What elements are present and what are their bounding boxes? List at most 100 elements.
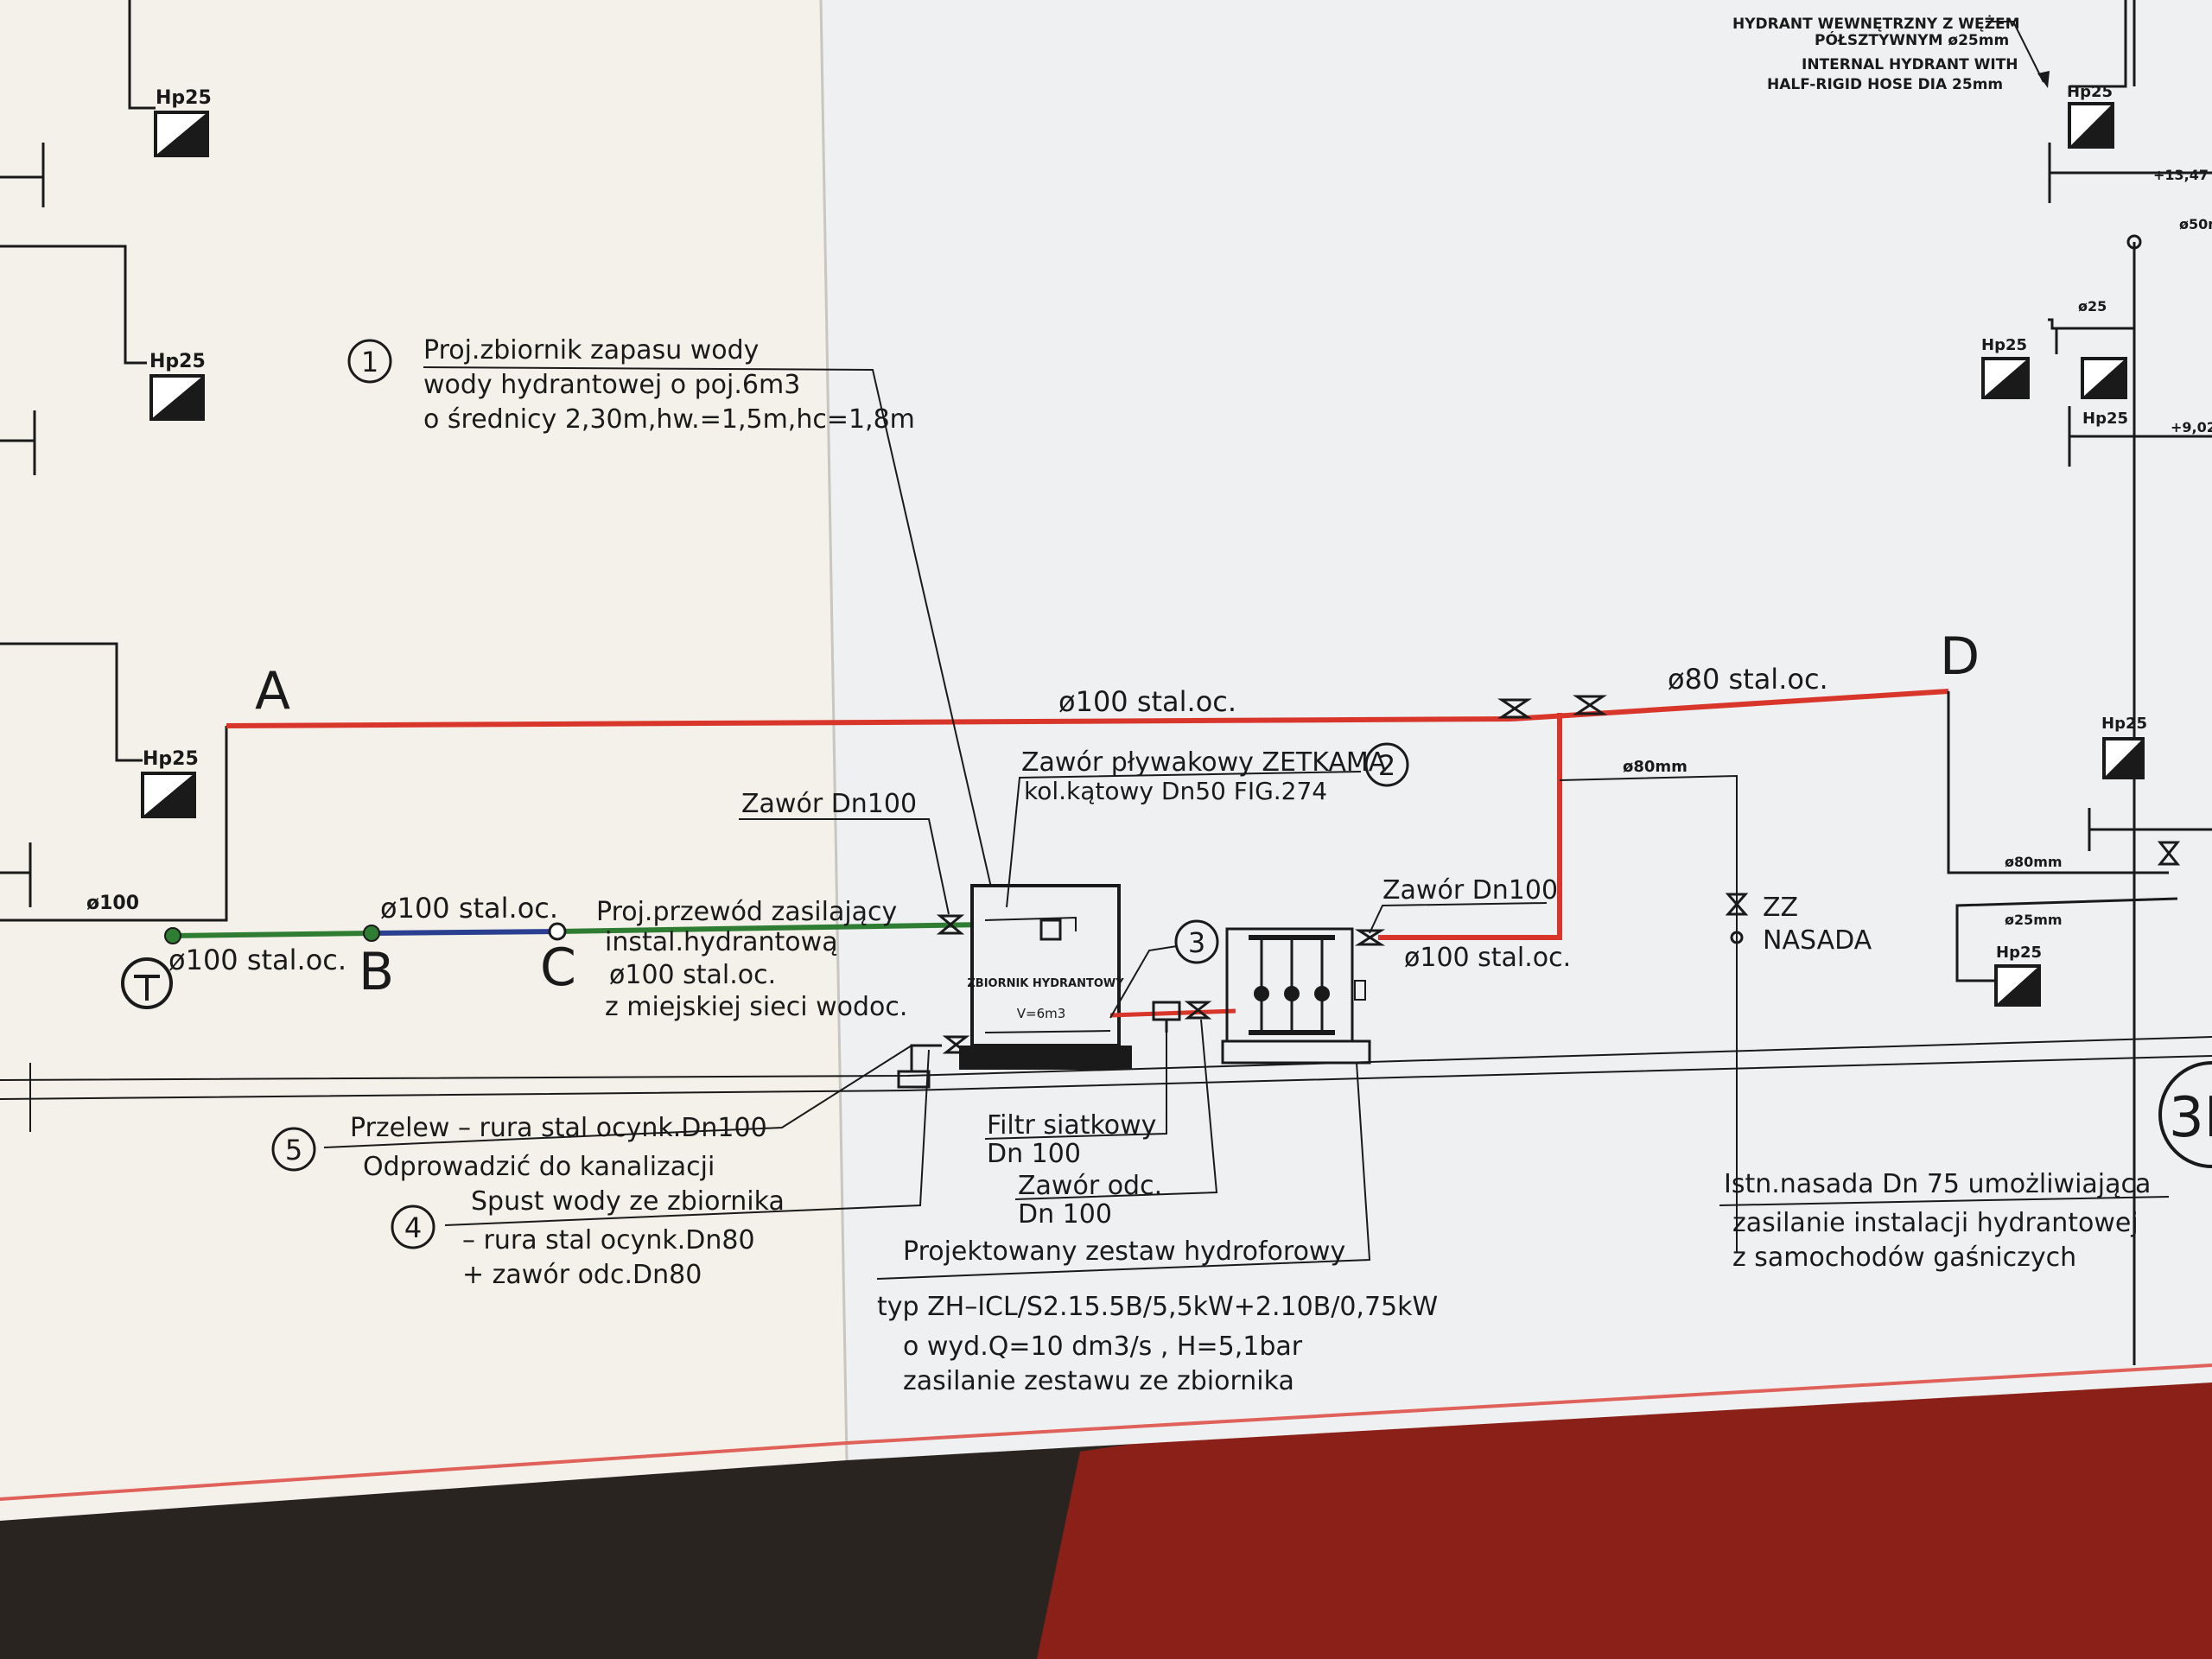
callout-1-line-1: Proj.zbiornik zapasu wody [423, 335, 759, 365]
drain-valve-icon [942, 1035, 970, 1054]
legend-line-1: HYDRANT WEWNĘTRZNY Z WĘŻEM [1732, 14, 2020, 33]
green-pipe-ab [172, 931, 372, 938]
pump-set-note: Projektowany zestaw hydroforowy typ ZH–I… [876, 1062, 1438, 1396]
point-b-label: B [359, 942, 394, 1002]
callout-1: 1 Proj.zbiornik zapasu wody wody hydrant… [347, 335, 995, 899]
nasada-note-line-3: z samochodów gaśniczych [1732, 1243, 2076, 1273]
valve-left-label: Zawór Dn100 [741, 789, 917, 819]
callout-1-line-2: wody hydrantowej o poj.6m3 [423, 370, 800, 400]
callout-5-number: 5 [285, 1134, 302, 1166]
overflow-funnel-icon [897, 1070, 931, 1089]
supply-line-1: Proj.przewód zasilający [596, 897, 897, 927]
callout-5-line-1: Przelew – rura stal ocynk.Dn100 [350, 1113, 767, 1143]
filter-icon [1152, 1001, 1181, 1033]
callout-4-line-2: – rura stal ocynk.Dn80 [462, 1225, 755, 1255]
hydrant-label: Hp25 [2067, 83, 2113, 101]
hydrant-hp25-2: Hp25 [149, 351, 206, 421]
pump-set-line-2: typ ZH–ICL/S2.15.5B/5,5kW+2.10B/0,75kW [877, 1292, 1438, 1322]
pipe-label-right-top: ø80 stal.oc. [1668, 663, 1828, 696]
hydrant-label: Hp25 [149, 351, 206, 372]
pump-2-icon [1284, 986, 1300, 1001]
hydrant-label: Hp25 [1996, 944, 2042, 962]
nasada-line-2: NASADA [1763, 925, 1872, 956]
pump-set-line-1: Projektowany zestaw hydroforowy [903, 1236, 1345, 1267]
pump-set-line-4: zasilanie zestawu ze zbiornika [903, 1366, 1294, 1396]
hydrant-hp25-5: Hp25 [1981, 336, 2030, 399]
valve-left-note: Zawór Dn100 [739, 789, 950, 915]
callout-5: 5 Przelew – rura stal ocynk.Dn100 Odprow… [271, 1045, 912, 1182]
callout-4: 4 Spust wody ze zbiornika – rura stal oc… [391, 1049, 930, 1290]
shutoff-valve-icon [1184, 1001, 1212, 1020]
nasada-line-1: ZZ [1763, 893, 1798, 923]
shutoff-line-2: Dn 100 [1018, 1199, 1112, 1230]
paper-border-red [0, 1363, 2212, 1501]
tank-label: ZBIORNIK HYDRANTOWY [967, 977, 1124, 990]
callout-2: Zawór pływakowy ZETKAMA kol.kątowy Dn50 … [1006, 742, 1409, 908]
hydrant-hp25-3: Hp25 [141, 748, 199, 818]
right-valve-icon [2126, 234, 2142, 250]
nasada-note: Istn.nasada Dn 75 umożliwiająca zasilani… [1719, 1169, 2170, 1273]
pump-set-line-3: o wyd.Q=10 dm3/s , H=5,1bar [903, 1332, 1303, 1362]
pump-1-icon [1254, 986, 1269, 1001]
supply-pipe-note: Proj.przewód zasilający instal.hydrantow… [596, 897, 907, 1022]
supply-line-2: instal.hydrantową [605, 927, 838, 957]
sheet-mark: 3E [2158, 1061, 2212, 1168]
hydrant-hp25-6: Hp25 [2081, 357, 2128, 428]
pipe-label-right-80mm: ø80mm [2005, 854, 2063, 870]
callout-5-circle [271, 1127, 316, 1172]
callout-5-line-2: Odprowadzić do kanalizacji [363, 1152, 715, 1182]
left-risers [0, 0, 228, 922]
callout-4-circle [391, 1205, 435, 1249]
callout-3: 3 [1109, 919, 1219, 1019]
hydrant-label: Hp25 [2082, 410, 2128, 428]
callout-4-line-3: + zawór odc.Dn80 [462, 1260, 702, 1290]
callout-2-number: 2 [1378, 749, 1395, 782]
pump-3-icon [1314, 986, 1330, 1001]
legend-top-right: HYDRANT WEWNĘTRZNY Z WĘŻEM PÓŁSZTYWNYM ø… [1732, 14, 2050, 93]
pipe-label-main-top: ø100 stal.oc. [1058, 685, 1236, 718]
sheet-mark-circle [2158, 1061, 2212, 1168]
green-pipe-c-tank [556, 922, 986, 934]
callout-1-line-3: o średnicy 2,30m,hw.=1,5m,hc=1,8m [423, 404, 915, 435]
hydrant-hp25-4: Hp25 [2067, 83, 2114, 149]
node-start-icon [164, 927, 181, 944]
pump-set [1221, 927, 1371, 1065]
pipe-label-right-25mm: ø25mm [2005, 912, 2063, 928]
top-valve-2-icon [1573, 695, 1607, 715]
valve-right-note: Zawór Dn100 [1369, 875, 1558, 934]
callout-4-number: 4 [404, 1211, 422, 1244]
legend-line-4: HALF-RIGID HOSE DIA 25mm [1767, 76, 2003, 93]
pump-out-valve-icon [1354, 929, 1386, 946]
shutoff-note: Zawór odc. Dn 100 [1014, 1019, 1218, 1230]
callout-4-line-1: Spust wody ze zbiornika [471, 1186, 785, 1217]
elevation-lower: +9,02 [2171, 419, 2212, 435]
legend-line-2: PÓŁSZTYWNYM ø25mm [1815, 30, 2009, 49]
pipe-label-ab: ø100 stal.oc. [380, 892, 558, 925]
nasada-note-line-1: Istn.nasada Dn 75 umożliwiająca [1724, 1169, 2151, 1199]
supply-line-3: ø100 stal.oc. [609, 960, 776, 990]
hydrant-label: Hp25 [143, 748, 199, 770]
callout-2-line-2: kol.kątowy Dn50 FIG.274 [1024, 777, 1327, 805]
filter-line-2: Dn 100 [987, 1139, 1081, 1169]
sheet-mark-label: 3E [2169, 1086, 2212, 1150]
callout-2-line-1: Zawór pływakowy ZETKAMA [1021, 747, 1387, 778]
node-b-icon [363, 925, 380, 942]
pump-base [1221, 1039, 1371, 1065]
top-valve-1-icon [1497, 698, 1532, 719]
pipe-label-right-50: ø50m [2179, 216, 2212, 232]
pipe-label-right-25: ø25 [2078, 298, 2107, 315]
blue-pipe-bc [371, 929, 558, 936]
point-c-label: C [540, 938, 576, 998]
legend-line-3: INTERNAL HYDRANT WITH [1802, 56, 2018, 73]
nasada-line [1559, 774, 1738, 1253]
elevation-upper: +13,47 [2153, 167, 2209, 183]
point-d-label: D [1940, 626, 1980, 687]
hydrant-hp25-8: Hp25 [1994, 944, 2042, 1007]
callout-3-circle [1174, 919, 1219, 964]
pipe-label-ab-bottom: ø100 stal.oc. [168, 944, 346, 976]
pipe-label-branch-80mm: ø80mm [1623, 758, 1688, 776]
callout-3-number: 3 [1188, 926, 1205, 959]
hydrant-hp25-1: Hp25 [154, 87, 212, 157]
paper-fold [819, 0, 849, 1461]
